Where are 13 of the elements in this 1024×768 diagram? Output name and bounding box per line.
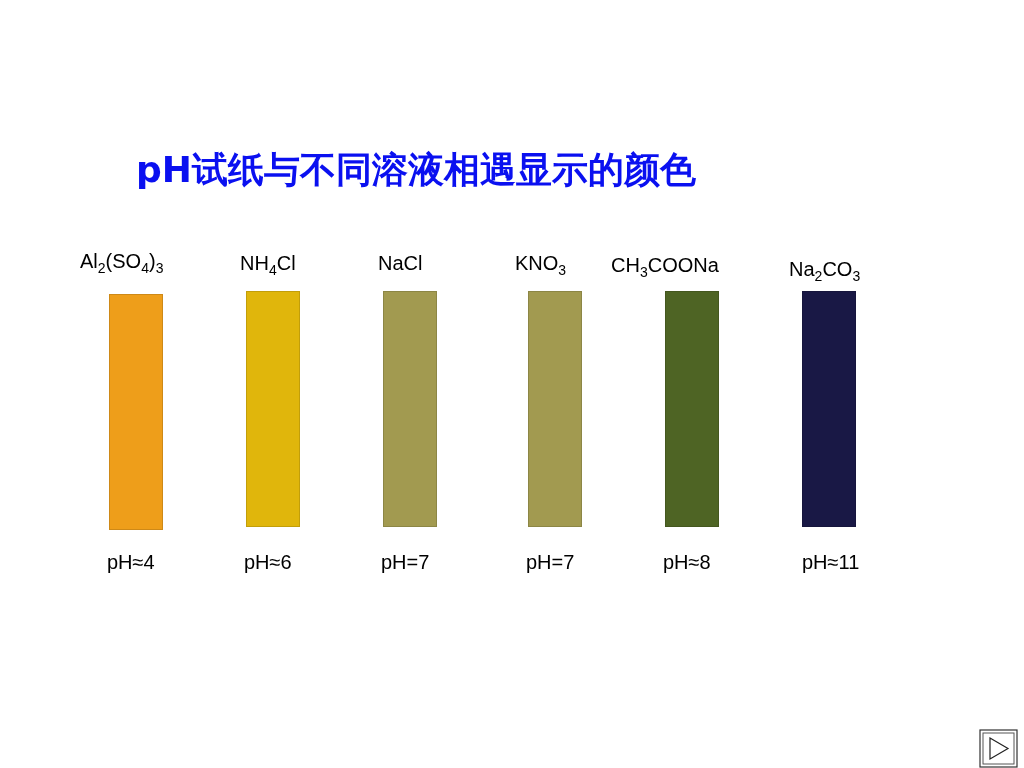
ph-value: pH=7 [526,551,575,574]
solution-formula: CH$_{3}$COONa [611,254,719,280]
solution-formula: NH$_{4}$Cl [240,252,296,278]
solution-formula: Al$_{2}$(SO$_{4}$)$_{3}$ [80,250,164,276]
ph-value: pH≈8 [663,551,711,574]
ph-value: pH≈6 [244,551,292,574]
ph-value: pH≈11 [802,551,860,574]
ph-value: pH≈4 [107,551,155,574]
solution-formula: NaCl [378,252,423,275]
solution-formula: KNO$_{3}$ [515,252,567,278]
title: pH试纸与不同溶液相遇显示的颜色 [136,148,696,192]
ph-value: pH=7 [381,551,430,574]
solution-formula: Na$_{2}$CO$_{3}$ [789,258,861,284]
